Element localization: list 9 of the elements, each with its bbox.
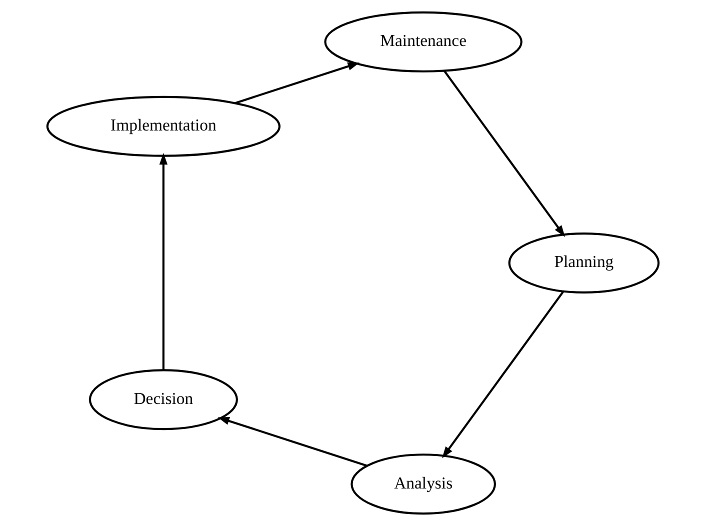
node-ellipse: Analysis <box>350 453 496 514</box>
node-ellipse: Planning <box>508 232 660 293</box>
arrow <box>234 62 360 104</box>
arrow <box>158 152 168 370</box>
arrow <box>442 290 564 458</box>
node-ellipse: Implementation <box>46 95 280 156</box>
arrow <box>443 70 565 236</box>
arrow <box>217 416 367 466</box>
node-ellipse: Decision <box>88 368 238 430</box>
